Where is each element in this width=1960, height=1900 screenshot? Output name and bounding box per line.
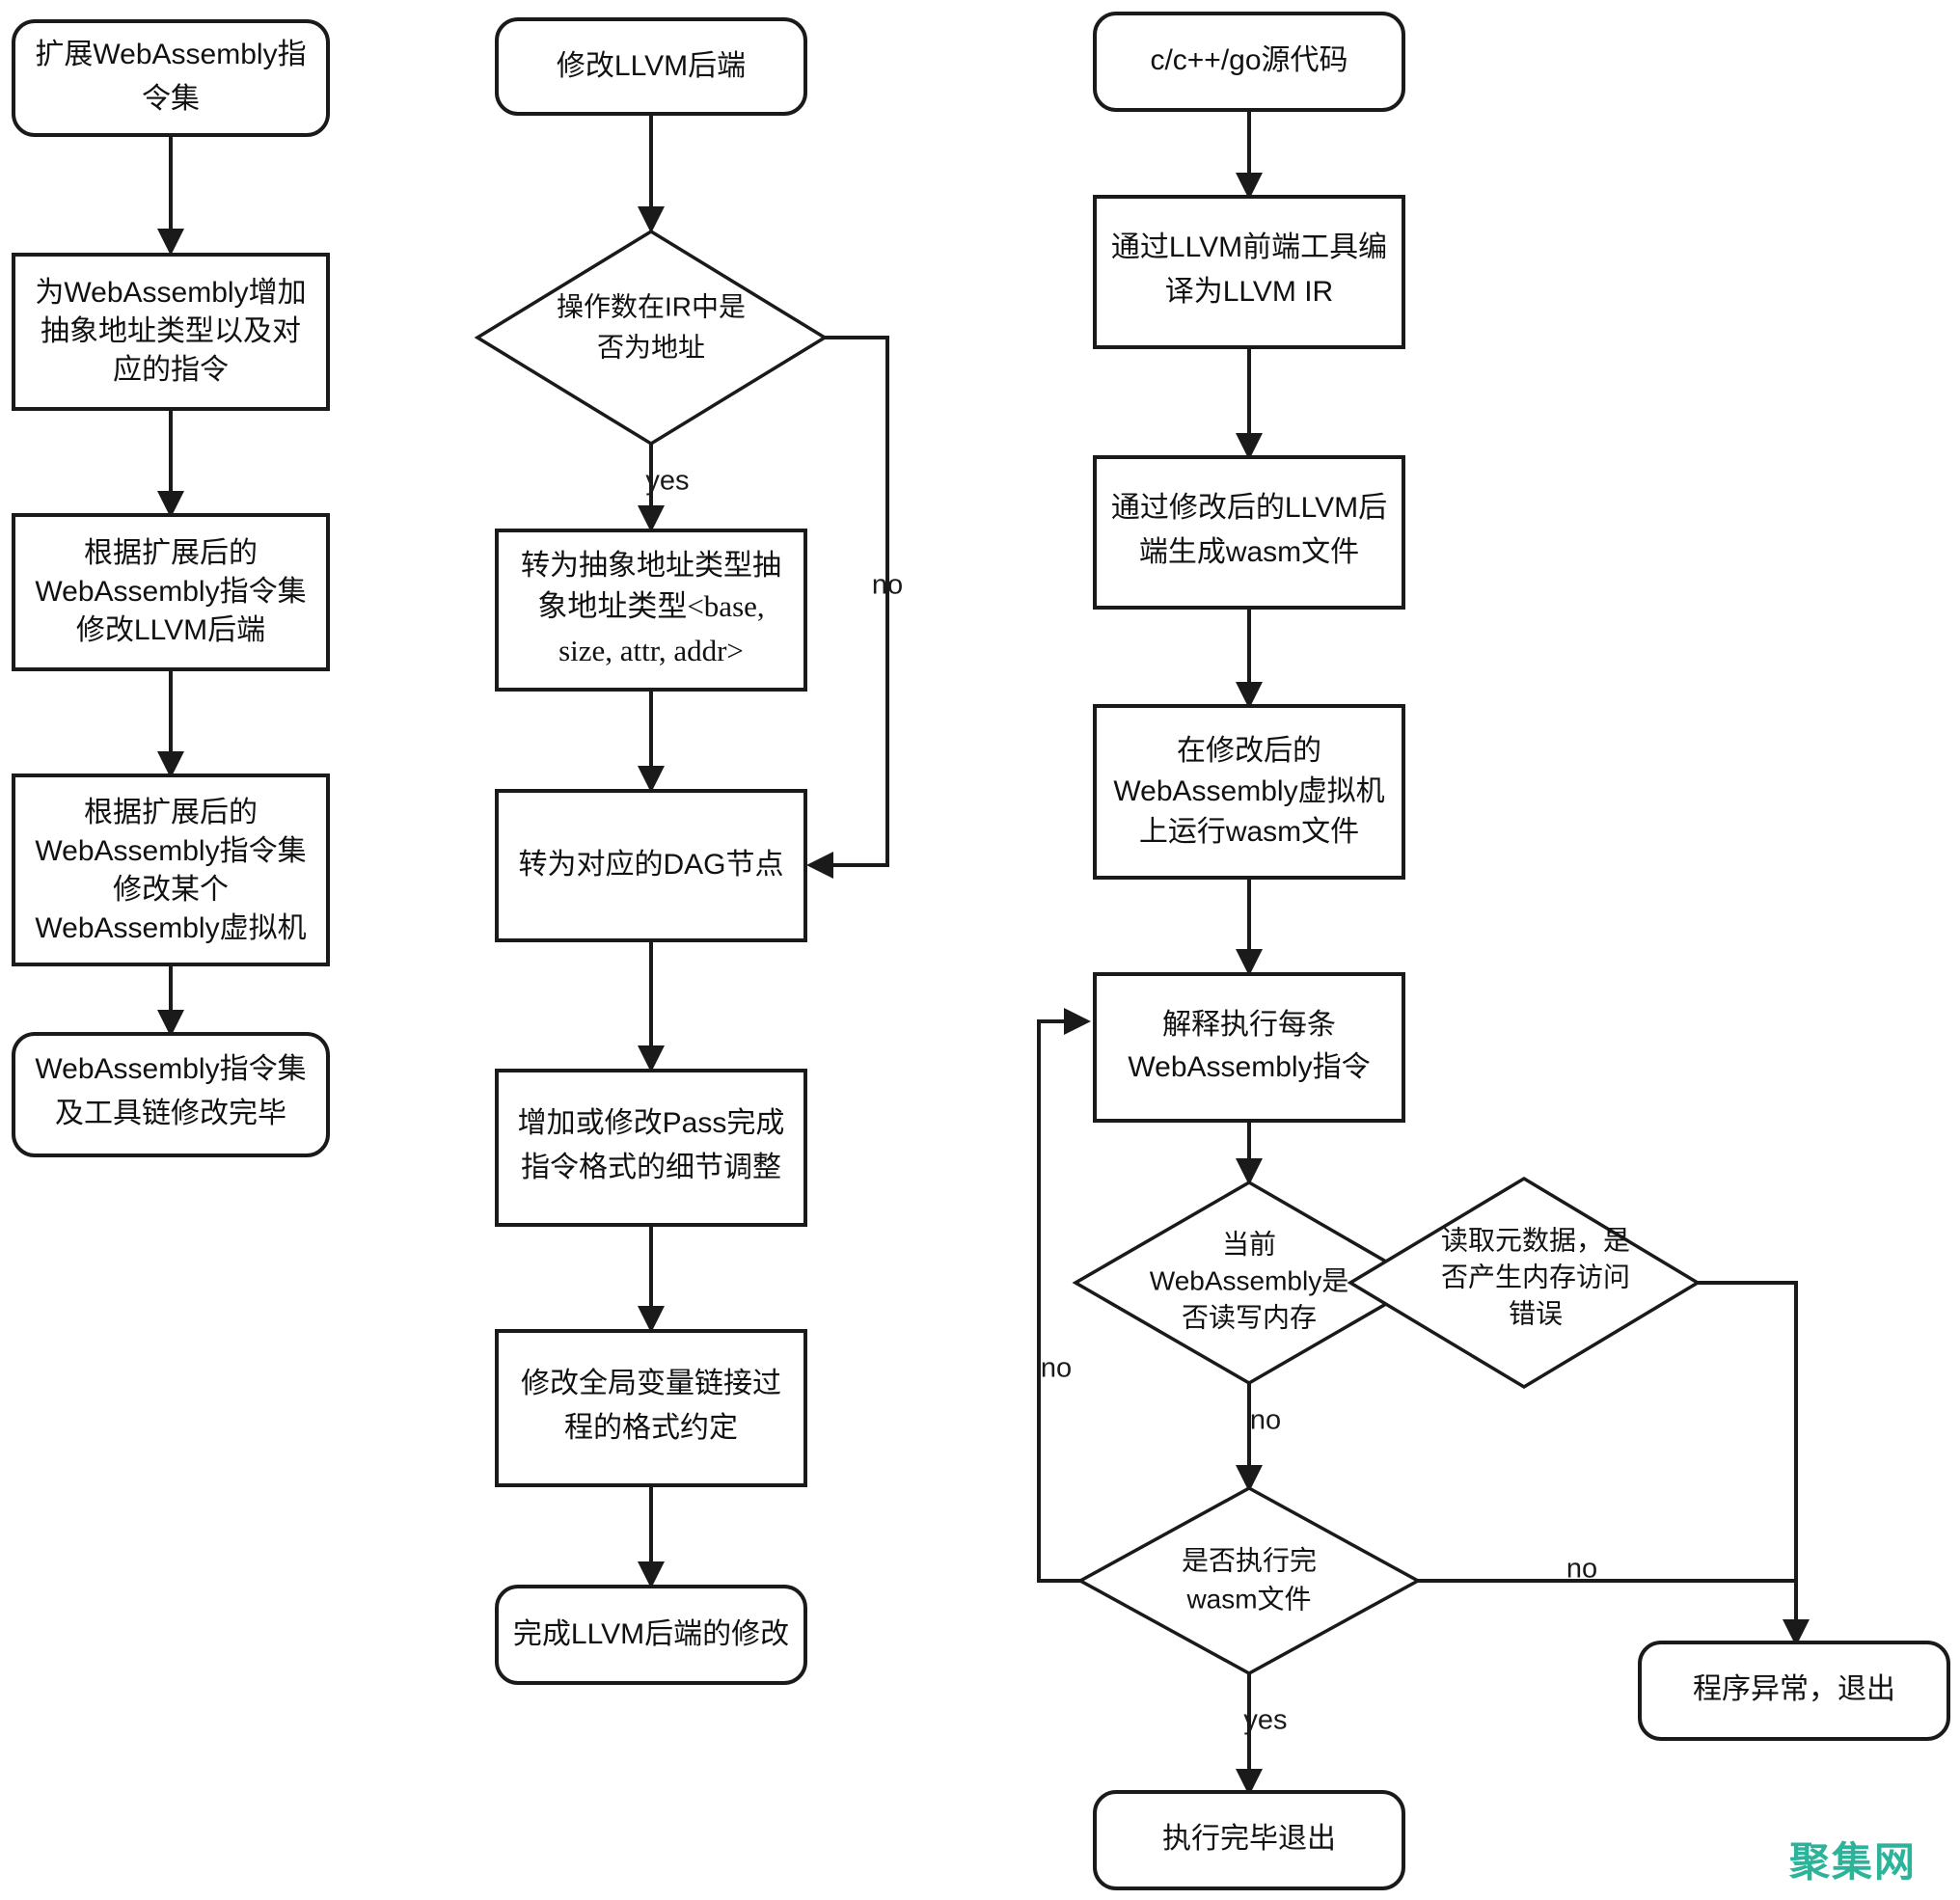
- node-modify-wasm-vm[interactable]: 根据扩展后的 WebAssembly指令集 修改某个 WebAssembly虚拟…: [12, 774, 330, 966]
- node-shape-process: [495, 529, 807, 692]
- node-line: 应的指令: [113, 354, 229, 386]
- column-1-group: 扩展WebAssembly指 令集 为WebAssembly增加 抽象地址类型以…: [12, 19, 330, 1157]
- node-line: WebAssembly虚拟机: [1113, 775, 1384, 807]
- node-shape-decision: [1076, 1486, 1422, 1675]
- edge-c3n8-no-loop: [1037, 1008, 1091, 1583]
- node-line: 修改某个: [113, 874, 229, 906]
- node-line: 执行完毕退出: [1162, 1823, 1336, 1855]
- node-line: wasm文件: [1185, 1584, 1311, 1614]
- node-line: 完成LLVM后端的修改: [513, 1618, 789, 1650]
- node-shape-process: [1093, 195, 1405, 349]
- node-line: 修改LLVM后端: [557, 50, 746, 82]
- node-compile-to-llvm-ir[interactable]: 通过LLVM前端工具编 译为LLVM IR: [1093, 195, 1405, 349]
- node-shape-process: [1093, 704, 1405, 880]
- node-line: 解释执行每条: [1162, 1009, 1336, 1041]
- node-line: WebAssembly是: [1150, 1265, 1348, 1295]
- node-shape-process: [12, 774, 330, 966]
- node-generate-wasm[interactable]: 通过修改后的LLVM后 端生成wasm文件: [1093, 455, 1405, 610]
- node-line: 扩展WebAssembly指: [35, 39, 306, 70]
- edge-label-no: no: [872, 570, 903, 601]
- node-line: 读取元数据，是: [1441, 1225, 1630, 1255]
- node-is-wasm-finished[interactable]: 是否执行完 wasm文件: [1076, 1486, 1422, 1675]
- node-shape-process: [495, 1069, 807, 1227]
- node-shape-terminator: [1093, 1790, 1405, 1890]
- node-line: 端生成wasm文件: [1139, 536, 1359, 568]
- edge-label-no: no: [1041, 1353, 1072, 1384]
- node-extend-wasm-isa[interactable]: 扩展WebAssembly指 令集: [12, 19, 330, 137]
- node-is-operand-address[interactable]: 操作数在IR中是 否为地址: [474, 229, 829, 447]
- node-line: 抽象地址类型以及对: [41, 315, 301, 347]
- node-modify-llvm-backend-start[interactable]: 修改LLVM后端: [495, 17, 807, 116]
- node-line: 否读写内存: [1182, 1302, 1317, 1332]
- node-shape-terminator: [1638, 1641, 1950, 1741]
- node-add-modify-pass[interactable]: 增加或修改Pass完成 指令格式的细节调整: [495, 1069, 807, 1227]
- node-line: 上运行wasm文件: [1139, 816, 1359, 848]
- node-program-exception-exit[interactable]: 程序异常，退出: [1638, 1641, 1950, 1741]
- node-line: 否产生内存访问: [1441, 1262, 1630, 1291]
- node-line: 根据扩展后的: [84, 797, 258, 828]
- node-line: WebAssembly指令集: [35, 1053, 306, 1085]
- node-llvm-backend-done[interactable]: 完成LLVM后端的修改: [495, 1585, 807, 1685]
- node-line: 象地址类型<base,: [537, 589, 764, 623]
- node-line: 增加或修改Pass完成: [518, 1107, 785, 1139]
- node-line: 转为抽象地址类型抽: [521, 550, 781, 582]
- node-metadata-access-error[interactable]: 读取元数据，是 否产生内存访问 错误: [1347, 1176, 1701, 1390]
- node-modify-llvm-backend[interactable]: 根据扩展后的 WebAssembly指令集 修改LLVM后端: [12, 513, 330, 671]
- node-execution-complete-exit[interactable]: 执行完毕退出: [1093, 1790, 1405, 1890]
- node-shape-terminator: [495, 1585, 807, 1685]
- node-modify-global-var-link-format[interactable]: 修改全局变量链接过 程的格式约定: [495, 1329, 807, 1487]
- node-isa-toolchain-done[interactable]: WebAssembly指令集 及工具链修改完毕: [12, 1032, 330, 1157]
- node-line: WebAssembly指令集: [35, 576, 306, 608]
- node-line: 通过修改后的LLVM后: [1111, 492, 1387, 524]
- node-line: 错误: [1509, 1298, 1563, 1328]
- node-is-memory-rw[interactable]: 当前 WebAssembly是 否读写内存: [1072, 1180, 1427, 1386]
- node-source-code[interactable]: c/c++/go源代码: [1093, 12, 1405, 112]
- node-line: 否为地址: [597, 332, 705, 362]
- node-line: 当前: [1222, 1229, 1276, 1259]
- node-shape-decision: [1347, 1176, 1701, 1390]
- node-shape-process: [1093, 972, 1405, 1123]
- node-line: 指令格式的细节调整: [521, 1152, 781, 1183]
- node-line: size, attr, addr>: [558, 634, 744, 667]
- node-line: 通过LLVM前端工具编: [1111, 231, 1387, 263]
- column-2-group: 修改LLVM后端 操作数在IR中是 否为地址 yes no 转为抽象地址类型抽 …: [474, 17, 903, 1685]
- node-line: 及工具链修改完毕: [55, 1098, 286, 1129]
- node-shape-process: [495, 789, 807, 942]
- node-line: 操作数在IR中是: [557, 291, 746, 321]
- node-line: 译为LLVM IR: [1165, 276, 1333, 308]
- column-3-group: c/c++/go源代码 通过LLVM前端工具编 译为LLVM IR 通过修改后的…: [1037, 12, 1950, 1890]
- node-line: 修改LLVM后端: [76, 614, 265, 646]
- watermark-label: 聚集网: [1788, 1839, 1917, 1885]
- node-line: 转为对应的DAG节点: [518, 849, 783, 881]
- node-line: WebAssembly指令集: [35, 835, 306, 867]
- node-line: 是否执行完: [1182, 1545, 1317, 1575]
- edge-label-yes: yes: [1243, 1705, 1287, 1736]
- node-add-abstract-addr-type[interactable]: 为WebAssembly增加 抽象地址类型以及对 应的指令: [12, 253, 330, 411]
- node-convert-to-dag-node[interactable]: 转为对应的DAG节点: [495, 789, 807, 942]
- edge-label-no: no: [1250, 1405, 1281, 1436]
- edge-label-yes: yes: [645, 466, 689, 497]
- node-shape-terminator: [12, 1032, 330, 1157]
- node-run-wasm-on-vm[interactable]: 在修改后的 WebAssembly虚拟机 上运行wasm文件: [1093, 704, 1405, 880]
- node-line: 修改全局变量链接过: [521, 1368, 781, 1399]
- node-shape-process: [1093, 455, 1405, 610]
- node-line: 令集: [142, 83, 200, 115]
- node-shape-process: [495, 1329, 807, 1487]
- node-line: WebAssembly指令: [1128, 1051, 1370, 1083]
- node-line: c/c++/go源代码: [1150, 44, 1348, 76]
- node-interpret-each-instruction[interactable]: 解释执行每条 WebAssembly指令: [1093, 972, 1405, 1123]
- node-line: 为WebAssembly增加: [35, 277, 306, 309]
- node-line: 程的格式约定: [564, 1412, 738, 1444]
- edge-label-no: no: [1566, 1554, 1597, 1585]
- node-line: 在修改后的: [1177, 735, 1321, 767]
- node-shape-process: [12, 253, 330, 411]
- node-convert-abstract-addr-type[interactable]: 转为抽象地址类型抽 象地址类型<base, size, attr, addr>: [495, 529, 807, 692]
- edge-c2n2-no: [806, 336, 889, 879]
- node-line: WebAssembly虚拟机: [35, 912, 306, 944]
- node-line: 程序异常，退出: [1693, 1673, 1895, 1705]
- node-line: 根据扩展后的: [84, 537, 258, 569]
